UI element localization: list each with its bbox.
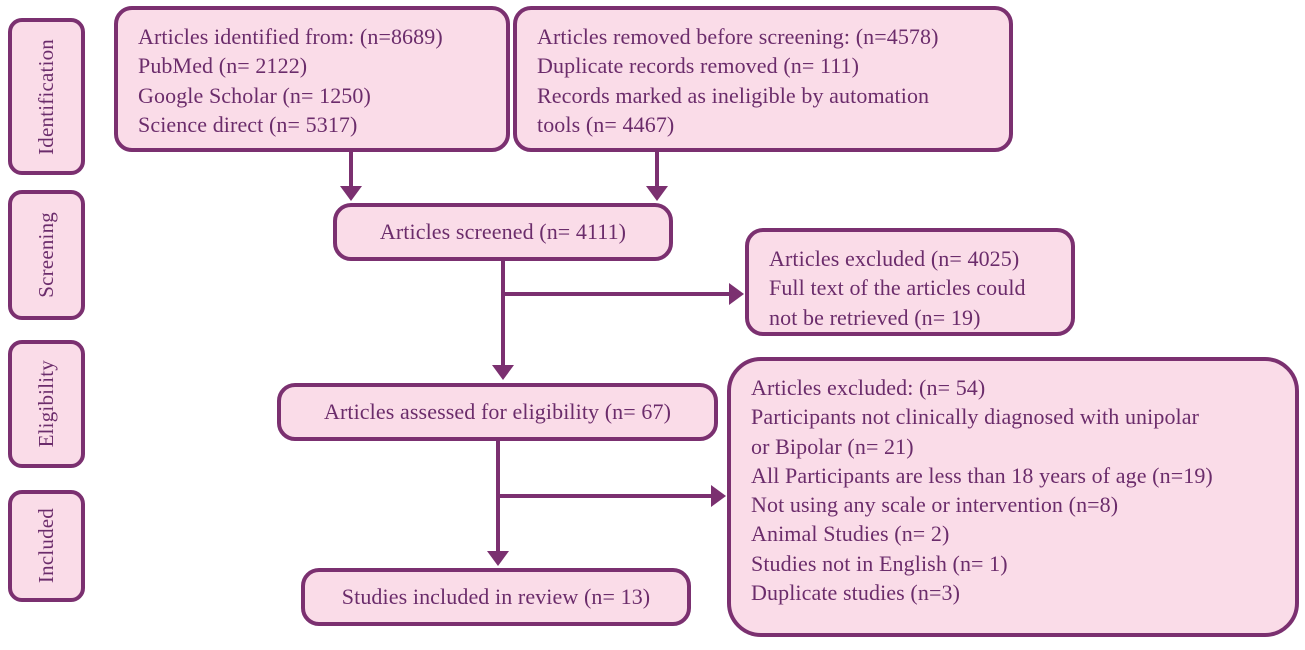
box-articles-assessed-eligibility: Articles assessed for eligibility (n= 67… [277, 383, 718, 441]
box-articles-identified: Articles identified from: (n=8689) PubMe… [114, 6, 510, 152]
box-articles-screened-text: Articles screened (n= 4111) [379, 219, 627, 245]
box-studies-included: Studies included in review (n= 13) [301, 568, 691, 626]
stage-label-screening: Screening [8, 190, 85, 320]
connector-screened-to-eligibility-line [501, 261, 505, 367]
box-articles-removed-before-screening: Articles removed before screening: (n=45… [513, 6, 1013, 152]
box-articles-identified-text: Articles identified from: (n=8689) PubMe… [138, 24, 443, 137]
connector-screened-to-eligibility-arrow [492, 365, 514, 380]
stage-label-identification: Identification [8, 18, 85, 175]
connector-removed-to-screened-arrow [646, 186, 668, 201]
stage-label-eligibility-text: Eligibility [34, 360, 58, 448]
box-articles-excluded-screening-text: Articles excluded (n= 4025) Full text of… [769, 246, 1026, 330]
box-articles-excluded-eligibility-text: Articles excluded: (n= 54) Participants … [751, 375, 1213, 605]
stage-label-included-text: Included [34, 508, 58, 584]
connector-eligibility-to-included-arrow [487, 551, 509, 566]
box-articles-assessed-eligibility-text: Articles assessed for eligibility (n= 67… [323, 399, 672, 425]
box-articles-excluded-eligibility: Articles excluded: (n= 54) Participants … [727, 357, 1299, 637]
stage-label-included: Included [8, 490, 85, 602]
connector-identified-to-screened-arrow [340, 186, 362, 201]
connector-screened-to-excluded-arrow [729, 283, 744, 305]
box-articles-screened: Articles screened (n= 4111) [333, 203, 673, 261]
box-articles-excluded-screening: Articles excluded (n= 4025) Full text of… [745, 228, 1075, 336]
stage-label-screening-text: Screening [34, 212, 58, 298]
connector-eligibility-to-excluded-arrow [711, 485, 726, 507]
connector-eligibility-to-excluded-line [496, 494, 711, 498]
connector-identified-to-screened-line [349, 152, 353, 188]
stage-label-identification-text: Identification [34, 38, 58, 155]
connector-screened-to-excluded-line [501, 292, 729, 296]
connector-removed-to-screened-line [655, 152, 659, 188]
box-articles-removed-before-screening-text: Articles removed before screening: (n=45… [537, 24, 939, 137]
stage-label-eligibility: Eligibility [8, 340, 85, 468]
box-studies-included-text: Studies included in review (n= 13) [341, 584, 651, 610]
